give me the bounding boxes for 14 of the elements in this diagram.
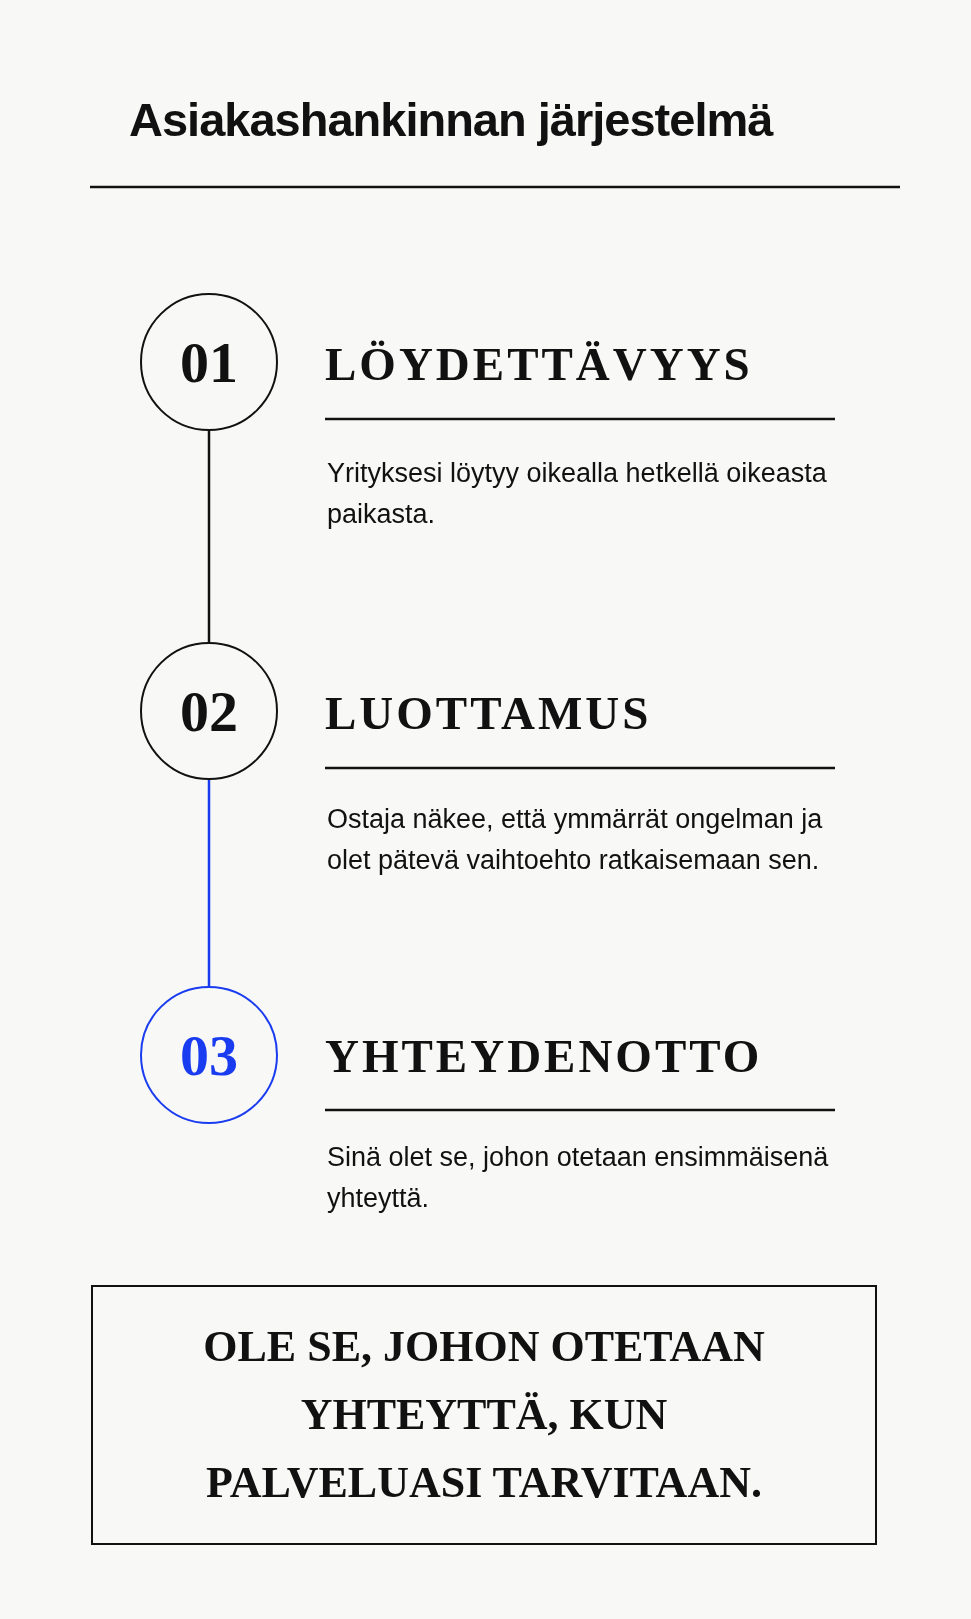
step-heading: LUOTTAMUS — [325, 686, 652, 740]
step-number: 02 — [180, 677, 238, 745]
step-heading: YHTEYDENOTTO — [325, 1029, 763, 1083]
step-heading: LÖYDETTÄVYYS — [325, 337, 753, 391]
step-number: 03 — [180, 1021, 238, 1089]
step-description: Sinä olet se, johon otetaan ensimmäisenä yhteyttä. — [327, 1141, 830, 1215]
step-number: 01 — [180, 328, 238, 396]
connector-line — [207, 780, 211, 986]
callout-box — [91, 1285, 877, 1545]
connector-line — [207, 431, 211, 642]
step-description: Ostaja näkee, että ymmärrät ongelman ja olet pätevä vaihtoehto ratkaisemaan sen. — [327, 803, 824, 877]
title-text: Asiakashankinnan järjestelmä — [129, 92, 773, 147]
step-description: Yrityksesi löytyy oikealla hetkellä oikeasta paikasta. — [327, 457, 828, 531]
callout-text: OLE SE, JOHON OTETAAN YHTEYTTÄ, KUN PALVELUASI TARVITAAN. — [202, 1321, 766, 1509]
